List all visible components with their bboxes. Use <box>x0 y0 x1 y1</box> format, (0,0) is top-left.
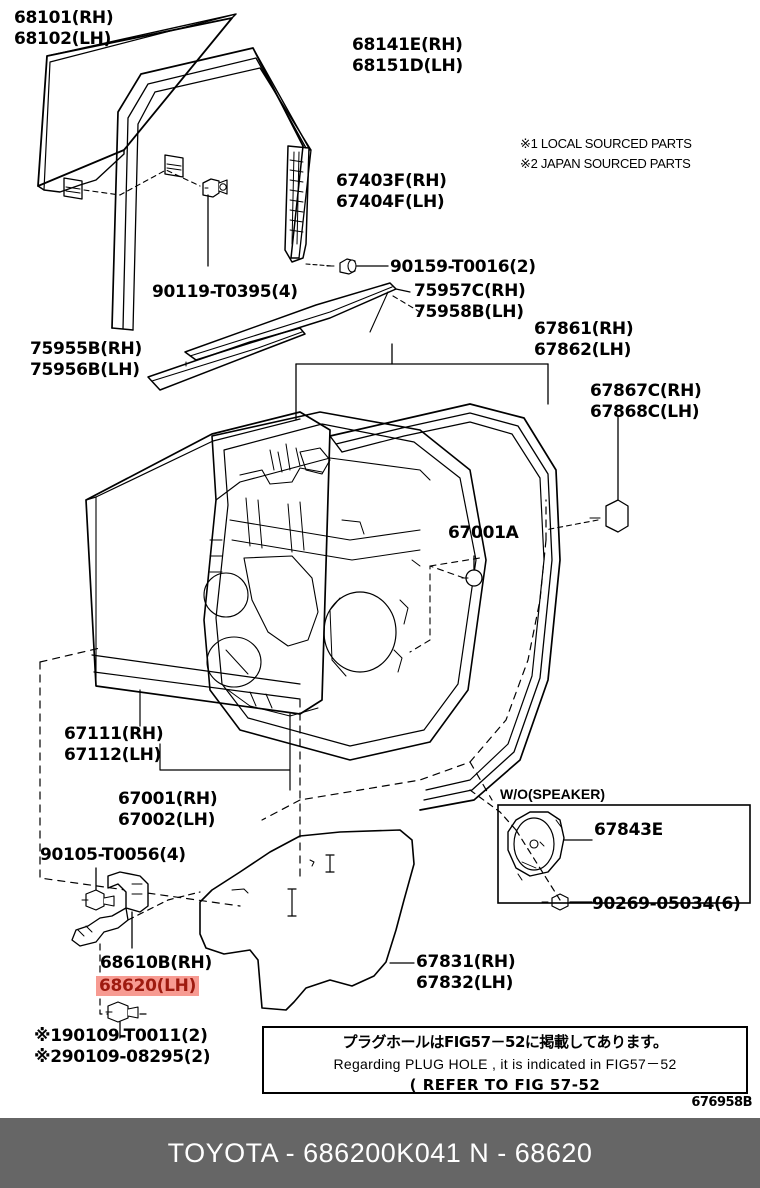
note-1-text: LOCAL SOURCED PARTS <box>540 136 692 151</box>
callout-speaker-screw-wrap: 90269-05034(6) <box>592 894 741 914</box>
callout-bolt-90109-2-pn: 90109-08295(2) <box>61 1047 211 1067</box>
callout-div-bar-rh: 67403F(RH) <box>336 171 447 191</box>
callout-weatherstrip-rh: 67861(RH) <box>534 319 634 339</box>
callout-belt-outer-rh-wrap: 75957C(RH) <box>414 281 526 301</box>
callout-screw-90159-wrap: 90159-T0016(2) <box>390 257 536 277</box>
callout-ws-clip-rh-wrap: 67867C(RH) <box>590 381 702 401</box>
note-1: ※1 LOCAL SOURCED PARTS <box>520 135 692 152</box>
callout-hole-cover-lh: 67832(LH) <box>416 973 514 993</box>
callout-panel-sub-rh: 67001(RH) <box>118 789 218 809</box>
callout-door-check-rh-wrap: 68610B(RH) <box>100 953 212 973</box>
plug-hole-note-en: Regarding PLUG HOLE , it is indicated in… <box>333 1056 677 1072</box>
callout-bolt-90109-1-mark: ※1 <box>34 1026 62 1046</box>
callout-speaker: 67843E <box>594 820 663 840</box>
callout-belt-outer-rh: 75957C(RH) <box>414 281 526 301</box>
note-1-mark: ※1 <box>520 136 538 151</box>
callout-ws-clip-rh: 67867C(RH) <box>590 381 702 401</box>
callout-outer-panel-lh-wrap: 67112(LH) <box>64 745 161 765</box>
note-2: ※2 JAPAN SOURCED PARTS <box>520 155 691 172</box>
parts-diagram <box>37 13 751 1039</box>
callout-bolt-90109-2: ※290109-08295(2) <box>34 1047 211 1067</box>
note-2-mark: ※2 <box>520 156 538 171</box>
callout-hole-cover-lh-wrap: 67832(LH) <box>416 973 513 993</box>
callout-weatherstrip-rh-wrap: 67861(RH) <box>534 319 634 339</box>
bottom-banner: TOYOTA - 686200K041 N - 68620 <box>0 1118 760 1188</box>
callout-door-check-lh-highlighted: 68620(LH) <box>96 976 200 996</box>
callout-glass-lh: 68102(LH) <box>14 29 112 49</box>
callout-bolt-90105: 90105-T0056(4) <box>40 845 186 865</box>
callout-belt-outer-lh-wrap: 75958B(LH) <box>414 302 524 322</box>
callout-run-channel-lh-wrap: 68151D(LH) <box>352 56 463 76</box>
callout-panel-sub-lh-wrap: 67002(LH) <box>118 810 215 830</box>
callout-bolt-90109-1-pn: 90109-T0011(2) <box>61 1026 208 1046</box>
callout-hole-cover-rh-wrap: 67831(RH) <box>416 952 516 972</box>
callout-run-channel-lh: 68151D(LH) <box>352 56 463 76</box>
speaker-box-caption: W/O(SPEAKER) <box>500 786 605 802</box>
callout-run-channel-rh-wrap: 68141E(RH) <box>352 35 463 55</box>
callout-panel-sub-rh-wrap: 67001(RH) <box>118 789 218 809</box>
plug-hole-note-jp: プラグホールはFIG57－52に掲載してあります。 <box>342 1033 669 1051</box>
figure-code: 676958B <box>691 1095 752 1110</box>
plug-hole-note-ref: ( REFER TO FIG 57-52 <box>409 1076 601 1094</box>
callout-bolt-90109-1: ※190109-T0011(2) <box>34 1026 208 1046</box>
callout-clip-67001a-wrap: 67001A <box>448 523 519 543</box>
callout-screw-90119-wrap: 90119-T0395(4) <box>152 282 298 302</box>
callout-belt-upper-rh: 75955B(RH) <box>30 339 142 359</box>
note-2-text: JAPAN SOURCED PARTS <box>540 156 691 171</box>
callout-panel-sub-lh: 67002(LH) <box>118 810 216 830</box>
banner-text: TOYOTA - 686200K041 N - 68620 <box>167 1137 593 1168</box>
callout-ws-clip-lh: 67868C(LH) <box>590 402 700 422</box>
callout-outer-panel-rh-wrap: 67111(RH) <box>64 724 164 744</box>
callout-bolt-90109-2-mark: ※2 <box>34 1047 62 1067</box>
callout-outer-panel-rh: 67111(RH) <box>64 724 164 744</box>
callout-belt-upper-rh-wrap: 75955B(RH) <box>30 339 142 359</box>
callout-screw-90119: 90119-T0395(4) <box>152 282 298 302</box>
callout-glass-lh-wrap: 68102(LH) <box>14 29 111 49</box>
callout-glass-rh: 68101(RH) <box>14 8 114 28</box>
callout-bolt-90105-wrap: 90105-T0056(4) <box>40 845 186 865</box>
callout-screw-90159: 90159-T0016(2) <box>390 257 536 277</box>
callout-belt-outer-lh: 75958B(LH) <box>414 302 524 322</box>
callout-weatherstrip-lh: 67862(LH) <box>534 340 632 360</box>
callout-belt-upper-lh-wrap: 75956B(LH) <box>30 360 140 380</box>
callout-ws-clip-lh-wrap: 67868C(LH) <box>590 402 700 422</box>
callout-door-check-lh-wrap: 68620(LH) <box>96 976 200 996</box>
callout-speaker-screw: 90269-05034(6) <box>592 894 741 914</box>
callout-outer-panel-lh: 67112(LH) <box>64 745 162 765</box>
callout-div-bar-rh-wrap: 67403F(RH) <box>336 171 447 191</box>
callout-door-check-rh: 68610B(RH) <box>100 953 212 973</box>
callout-run-channel-rh: 68141E(RH) <box>352 35 463 55</box>
callout-div-bar-lh-wrap: 67404F(LH) <box>336 192 445 212</box>
plug-hole-note-box: プラグホールはFIG57－52に掲載してあります。 Regarding PLUG… <box>262 1026 748 1094</box>
callout-div-bar-lh: 67404F(LH) <box>336 192 445 212</box>
callout-speaker-wrap: 67843E <box>594 820 663 840</box>
callout-clip-67001a: 67001A <box>448 523 519 543</box>
callout-belt-upper-lh: 75956B(LH) <box>30 360 140 380</box>
callout-weatherstrip-lh-wrap: 67862(LH) <box>534 340 631 360</box>
callout-hole-cover-rh: 67831(RH) <box>416 952 516 972</box>
callout-glass: 68101(RH) <box>14 8 114 28</box>
